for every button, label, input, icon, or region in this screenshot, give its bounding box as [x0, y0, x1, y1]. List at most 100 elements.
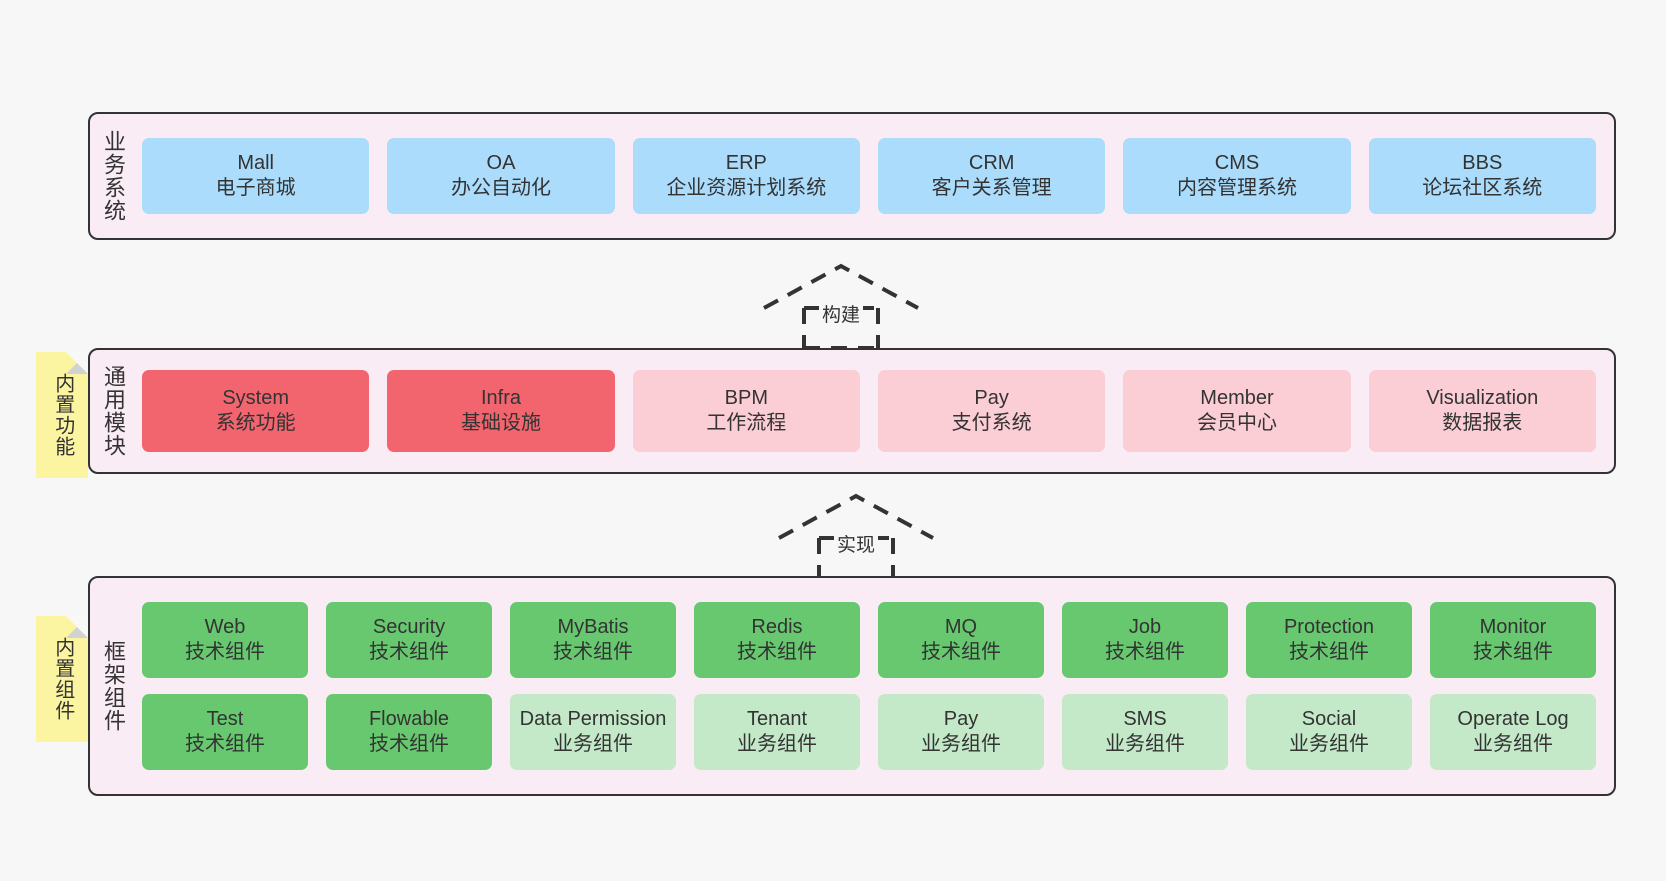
card-title: Security [372, 616, 446, 639]
card-security[interactable]: Security 技术组件 [326, 602, 492, 678]
card-subtitle: 技术组件 [369, 641, 449, 663]
card-subtitle: 技术组件 [1289, 641, 1369, 663]
card-erp[interactable]: ERP 企业资源计划系统 [632, 138, 860, 214]
card-title: Tenant [746, 708, 808, 731]
card-subtitle: 技术组件 [1105, 641, 1185, 663]
band-business-system: 业务系统 Mall 电子商城 OA 办公自动化 ERP 企业资源计划系统 CRM… [88, 112, 1616, 240]
connector-label-implement: 实现 [833, 530, 879, 557]
card-subtitle: 业务组件 [553, 733, 633, 755]
card-subtitle: 技术组件 [185, 641, 265, 663]
card-subtitle: 技术组件 [185, 733, 265, 755]
note-builtin-components: 内置组件 [36, 616, 88, 742]
card-subtitle: 系统功能 [215, 412, 296, 434]
card-subtitle: 技术组件 [369, 733, 449, 755]
connector-label-build: 构建 [818, 300, 864, 327]
card-title: Member [1200, 387, 1274, 410]
card-subtitle: 内容管理系统 [1176, 177, 1297, 199]
note-builtin-features: 内置功能 [36, 352, 88, 478]
card-pay[interactable]: Pay 支付系统 [877, 370, 1106, 452]
card-member[interactable]: Member 会员中心 [1123, 370, 1351, 452]
card-title: Operate Log [1457, 708, 1569, 731]
card-mq[interactable]: MQ 技术组件 [878, 602, 1044, 678]
connector-implement: 实现 [771, 488, 941, 580]
card-system[interactable]: System 系统功能 [142, 370, 370, 452]
card-test[interactable]: Test 技术组件 [142, 694, 308, 770]
note-text: 内置组件 [51, 637, 74, 721]
card-title: OA [486, 152, 516, 175]
card-title: Test [206, 708, 244, 731]
card-subtitle: 基础设施 [460, 412, 541, 434]
card-subtitle: 论坛社区系统 [1422, 177, 1543, 199]
card-data-permission[interactable]: Data Permission 业务组件 [510, 694, 676, 770]
card-subtitle: 业务组件 [1289, 733, 1369, 755]
card-title: MyBatis [557, 616, 629, 639]
card-title: Data Permission [519, 708, 667, 731]
card-subtitle: 业务组件 [1105, 733, 1185, 755]
card-oa[interactable]: OA 办公自动化 [387, 138, 615, 214]
card-title: Infra [480, 387, 521, 410]
band-label-common-modules: 通用模块 [100, 365, 126, 457]
card-monitor[interactable]: Monitor 技术组件 [1430, 602, 1596, 678]
band-body-business-system: Mall 电子商城 OA 办公自动化 ERP 企业资源计划系统 CRM 客户关系… [136, 114, 1614, 238]
band-framework-components: 框架组件 Web 技术组件 Security 技术组件 MyBatis 技术组件… [88, 576, 1616, 796]
card-bbs[interactable]: BBS 论坛社区系统 [1368, 138, 1596, 214]
card-row: Web 技术组件 Security 技术组件 MyBatis 技术组件 Redi… [142, 602, 1596, 678]
card-tenant[interactable]: Tenant 业务组件 [694, 694, 860, 770]
card-title: Flowable [368, 708, 450, 731]
card-title: Visualization [1426, 387, 1539, 410]
card-title: Monitor [1479, 616, 1547, 639]
card-title: System [222, 387, 289, 410]
card-subtitle: 技术组件 [1473, 641, 1553, 663]
card-subtitle: 业务组件 [737, 733, 817, 755]
card-subtitle: 电子商城 [215, 177, 296, 199]
card-subtitle: 数据报表 [1442, 412, 1523, 434]
card-subtitle: 会员中心 [1196, 412, 1277, 434]
card-protection[interactable]: Protection 技术组件 [1246, 602, 1412, 678]
card-visualization[interactable]: Visualization 数据报表 [1368, 370, 1596, 452]
card-redis[interactable]: Redis 技术组件 [694, 602, 860, 678]
card-subtitle: 业务组件 [921, 733, 1001, 755]
card-subtitle: 技术组件 [921, 641, 1001, 663]
card-subtitle: 工作流程 [706, 412, 787, 434]
card-row: Test 技术组件 Flowable 技术组件 Data Permission … [142, 694, 1596, 770]
card-title: Redis [751, 616, 803, 639]
card-title: Pay [974, 387, 1009, 410]
card-subtitle: 技术组件 [737, 641, 817, 663]
card-title: CMS [1214, 152, 1260, 175]
card-subtitle: 技术组件 [553, 641, 633, 663]
band-label-framework-components: 框架组件 [100, 640, 126, 732]
card-cms[interactable]: CMS 内容管理系统 [1123, 138, 1351, 214]
card-bpm[interactable]: BPM 工作流程 [632, 370, 860, 452]
connector-build: 构建 [756, 258, 926, 350]
band-body-framework-components: Web 技术组件 Security 技术组件 MyBatis 技术组件 Redi… [136, 578, 1614, 794]
card-title: Pay [943, 708, 979, 731]
card-title: SMS [1123, 708, 1167, 731]
card-title: BPM [724, 387, 768, 410]
card-title: MQ [944, 616, 978, 639]
card-job[interactable]: Job 技术组件 [1062, 602, 1228, 678]
card-title: Job [1128, 616, 1162, 639]
card-web[interactable]: Web 技术组件 [142, 602, 308, 678]
card-title: Web [204, 616, 246, 639]
band-label-business-system: 业务系统 [100, 130, 126, 222]
card-title: ERP [725, 152, 767, 175]
card-row: Mall 电子商城 OA 办公自动化 ERP 企业资源计划系统 CRM 客户关系… [142, 138, 1596, 214]
card-title: Mall [237, 152, 274, 175]
card-sms[interactable]: SMS 业务组件 [1062, 694, 1228, 770]
card-social[interactable]: Social 业务组件 [1246, 694, 1412, 770]
note-text: 内置功能 [51, 373, 74, 457]
card-infra[interactable]: Infra 基础设施 [387, 370, 615, 452]
card-subtitle: 业务组件 [1473, 733, 1553, 755]
card-subtitle: 办公自动化 [450, 177, 551, 199]
card-title: Protection [1283, 616, 1375, 639]
card-title: CRM [968, 152, 1015, 175]
card-row: System 系统功能 Infra 基础设施 BPM 工作流程 Pay 支付系统… [142, 370, 1596, 452]
card-pay-business[interactable]: Pay 业务组件 [878, 694, 1044, 770]
card-mall[interactable]: Mall 电子商城 [142, 138, 370, 214]
card-crm[interactable]: CRM 客户关系管理 [877, 138, 1106, 214]
card-flowable[interactable]: Flowable 技术组件 [326, 694, 492, 770]
card-mybatis[interactable]: MyBatis 技术组件 [510, 602, 676, 678]
band-common-modules: 通用模块 System 系统功能 Infra 基础设施 BPM 工作流程 Pay… [88, 348, 1616, 474]
card-operate-log[interactable]: Operate Log 业务组件 [1430, 694, 1596, 770]
